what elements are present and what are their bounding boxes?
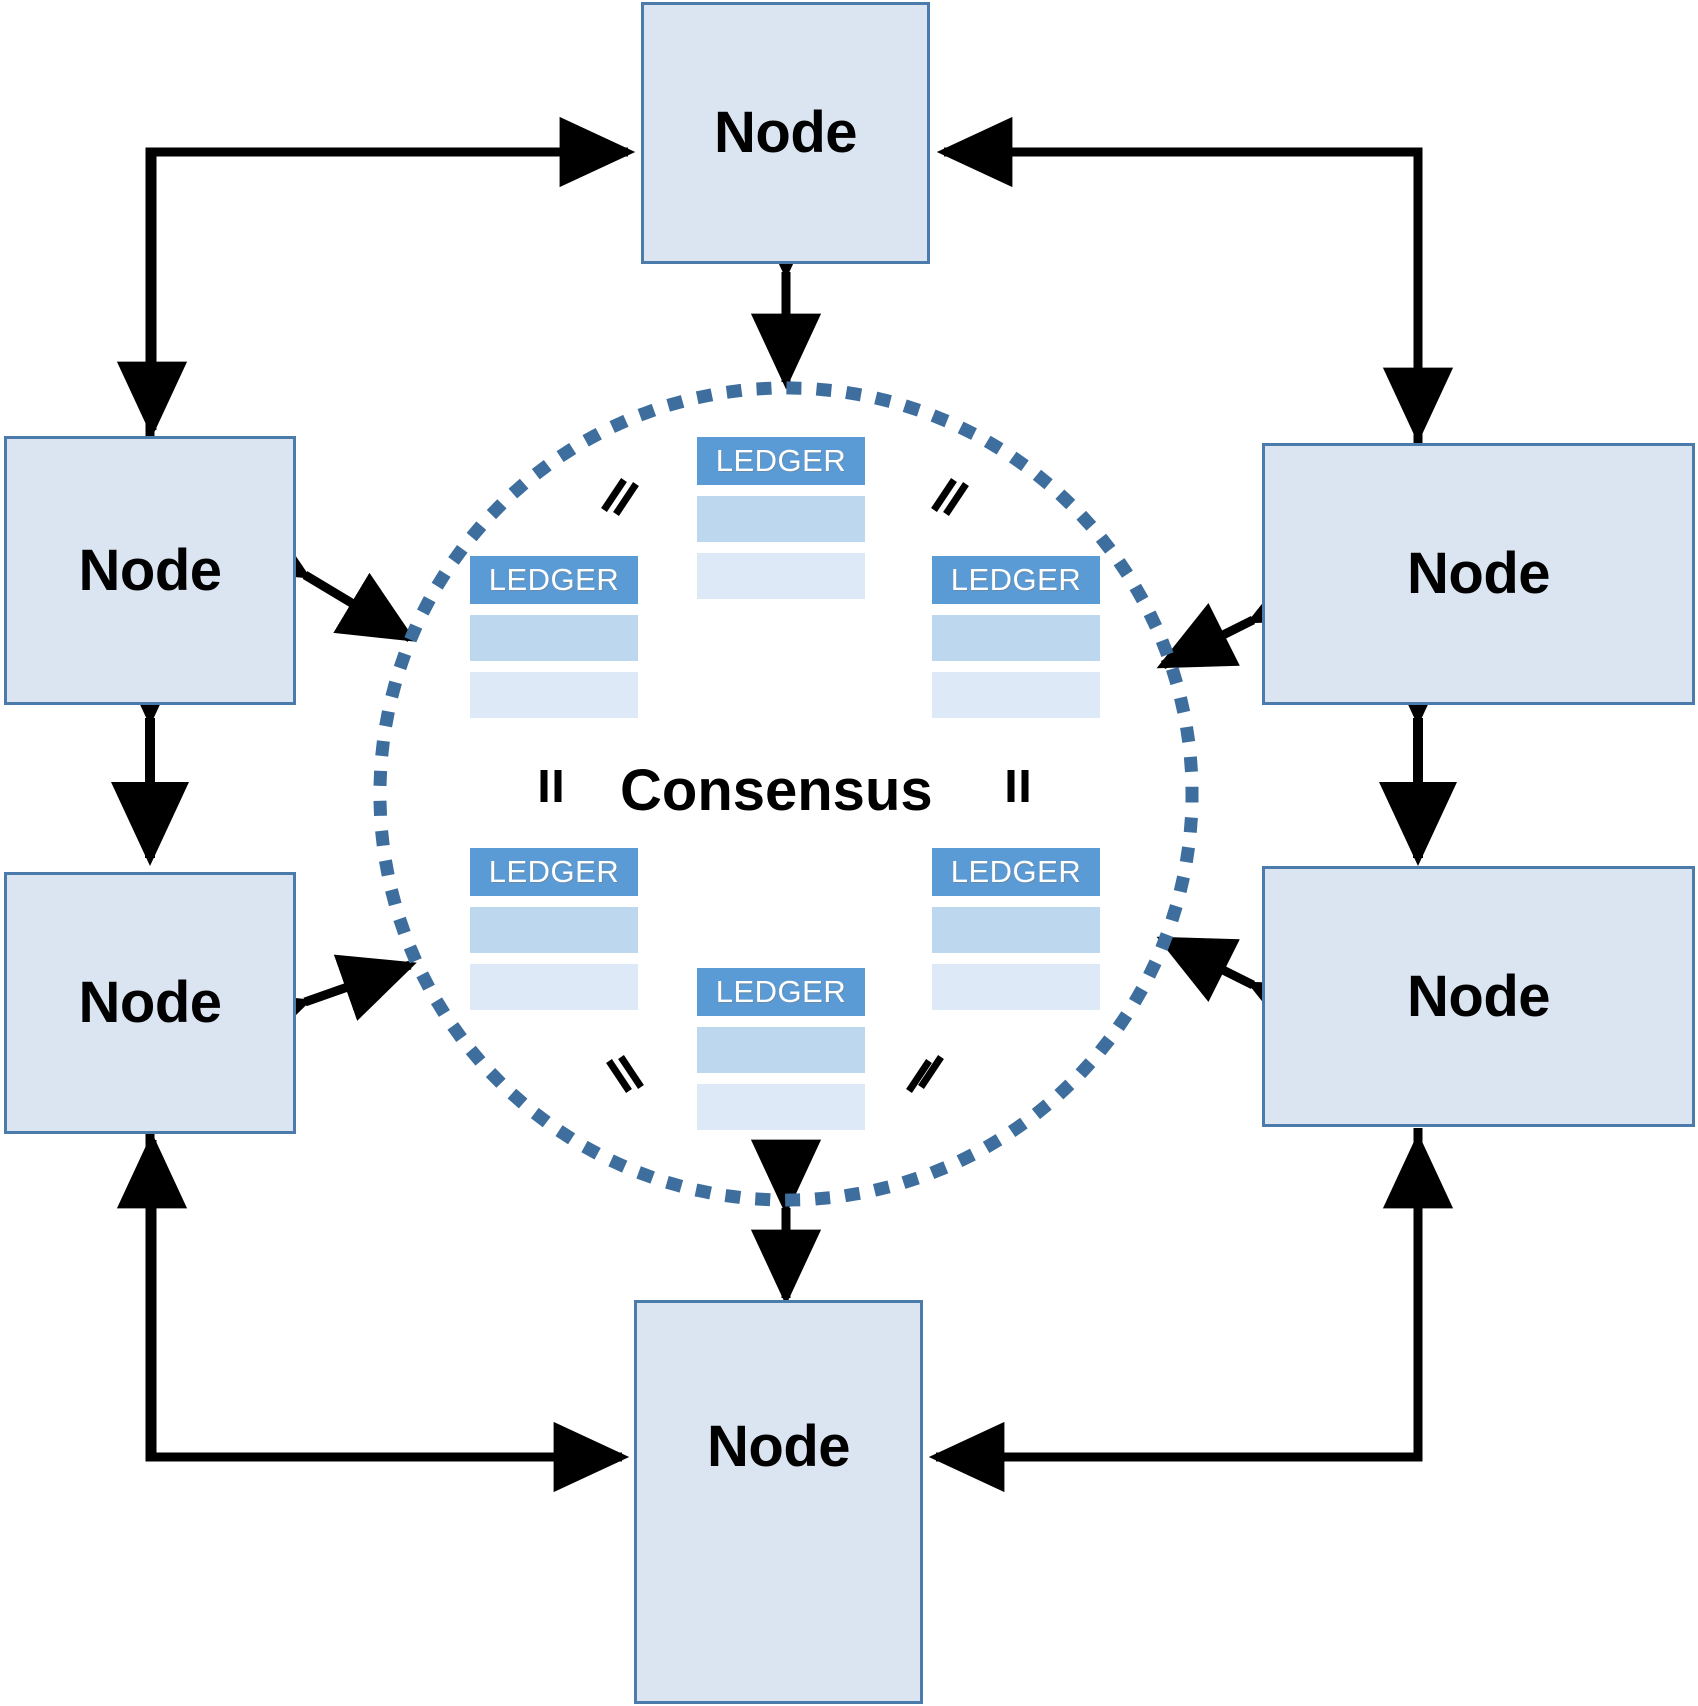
ledger-row-2	[470, 964, 638, 1010]
node-label: Node	[1407, 963, 1551, 1029]
ledger-card-top[interactable]: LEDGER	[697, 437, 865, 599]
node-box-right-upper[interactable]: Node	[1262, 443, 1695, 705]
equals-icon-bottom-left	[606, 1055, 644, 1093]
equals-icon-top-right	[931, 478, 969, 516]
equals-icon-top-left	[601, 478, 639, 516]
node-label: Node	[78, 537, 223, 603]
equals-icon-bottom-right	[906, 1055, 944, 1093]
node-label: Node	[1407, 541, 1551, 606]
node-box-left-lower[interactable]: Node	[4, 872, 296, 1134]
ledger-row-1	[697, 496, 865, 542]
node-box-top[interactable]: Node	[641, 2, 930, 264]
connector-topleft-to-topnode	[145, 116, 636, 480]
node-box-right-lower[interactable]: Node	[1262, 866, 1695, 1127]
ledger-card-bottom[interactable]: LEDGER	[697, 968, 865, 1130]
ledger-header-label: LEDGER	[932, 556, 1100, 604]
connector-rightlower-to-circle	[1156, 935, 1330, 1047]
connector-leftlower-to-circle	[228, 954, 417, 1058]
ledger-card-left-upper[interactable]: LEDGER	[470, 556, 638, 718]
ledger-header-label: LEDGER	[470, 848, 638, 896]
connector-rightupper-to-circle	[1156, 558, 1330, 670]
equals-icon-mid-right	[1007, 770, 1029, 802]
ledger-row-2	[470, 672, 638, 718]
node-box-left-upper[interactable]: Node	[4, 436, 296, 705]
ledger-row-2	[697, 553, 865, 599]
ledger-header-label: LEDGER	[697, 437, 865, 485]
connector-bottomleft-to-bottomnode	[145, 1128, 630, 1493]
connector-topright-to-topnode	[936, 116, 1423, 480]
connector-leftupper-to-circle	[228, 509, 417, 642]
ledger-row-2	[697, 1084, 865, 1130]
ledger-header-label: LEDGER	[697, 968, 865, 1016]
ledger-row-1	[470, 615, 638, 661]
ledger-row-2	[932, 964, 1100, 1010]
ledger-card-right-upper[interactable]: LEDGER	[932, 556, 1100, 718]
ledger-header-label: LEDGER	[470, 556, 638, 604]
ledger-row-1	[932, 615, 1100, 661]
equals-icon-mid-left	[540, 770, 562, 802]
ledger-row-1	[470, 907, 638, 953]
ledger-header-label: LEDGER	[932, 848, 1100, 896]
ledger-row-1	[697, 1027, 865, 1073]
ledger-row-2	[932, 672, 1100, 718]
node-label: Node	[78, 970, 223, 1035]
ledger-row-1	[932, 907, 1100, 953]
connector-bottomright-to-bottomnode	[928, 1128, 1423, 1493]
node-label: Node	[714, 100, 858, 165]
ledger-card-right-lower[interactable]: LEDGER	[932, 848, 1100, 1010]
node-label: Node	[707, 1414, 851, 1479]
ledger-card-left-lower[interactable]: LEDGER	[470, 848, 638, 1010]
node-box-bottom[interactable]: Node	[634, 1300, 923, 1704]
consensus-label: Consensus	[620, 758, 933, 823]
